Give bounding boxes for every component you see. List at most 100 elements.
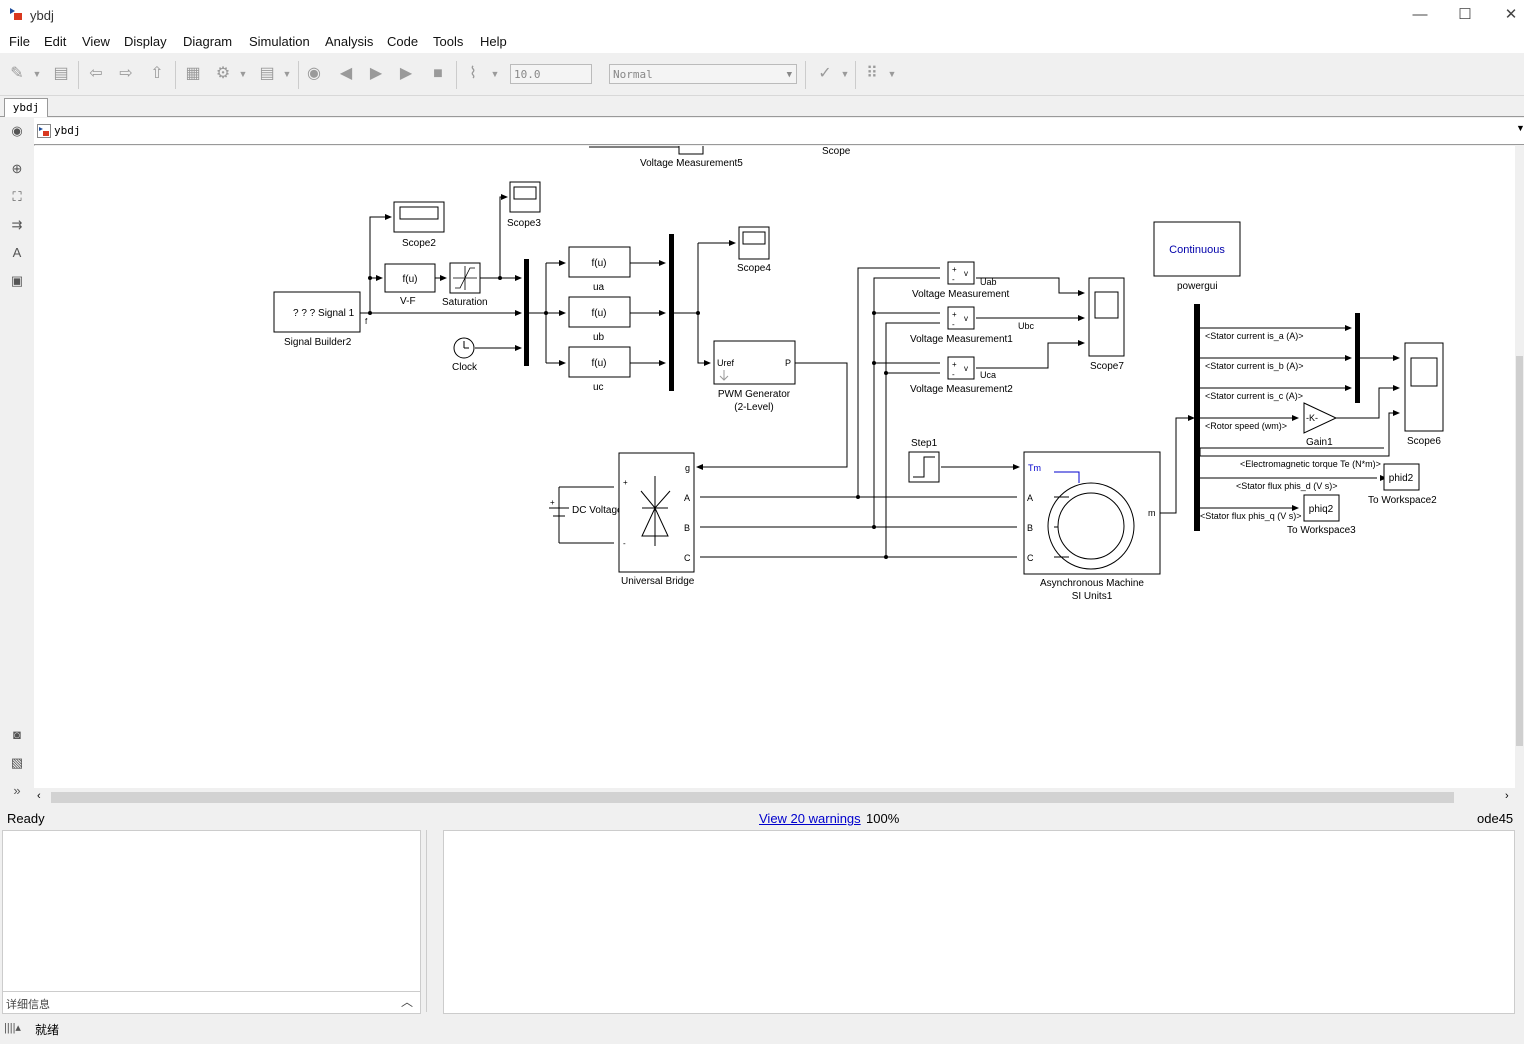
menu-diagram[interactable]: Diagram bbox=[183, 34, 233, 49]
vm-block[interactable] bbox=[947, 261, 975, 285]
vm1-block[interactable] bbox=[947, 306, 975, 330]
menu-help[interactable]: Help bbox=[480, 34, 507, 49]
scope7-block[interactable] bbox=[1088, 277, 1125, 357]
step-back-icon[interactable]: ◀ bbox=[339, 65, 353, 82]
resize-grip-icon[interactable]: ||||▴ bbox=[4, 1022, 21, 1034]
tab-ybdj[interactable]: ybdj bbox=[4, 98, 48, 117]
machine-a-port: A bbox=[1027, 493, 1033, 503]
scope4-block[interactable] bbox=[738, 226, 770, 260]
vf-block[interactable] bbox=[384, 263, 436, 293]
menu-view[interactable]: View bbox=[82, 34, 110, 49]
model-explorer-icon[interactable]: ▤ bbox=[259, 65, 275, 82]
clock-label: Clock bbox=[452, 362, 478, 373]
fcn-ub-block[interactable] bbox=[568, 296, 631, 328]
scroll-right-icon[interactable]: › bbox=[1505, 790, 1509, 802]
collapse-icon[interactable]: ︿ bbox=[401, 995, 414, 1009]
scroll-left-icon[interactable]: ‹ bbox=[37, 790, 41, 802]
build-icon[interactable]: ⠿ bbox=[866, 65, 878, 82]
inspector-dropdown-icon[interactable]: ▼ bbox=[490, 69, 500, 79]
asynchronous-machine-block[interactable] bbox=[1023, 451, 1161, 575]
menu-analysis[interactable]: Analysis bbox=[325, 34, 374, 49]
config-dropdown-icon[interactable]: ▼ bbox=[238, 69, 248, 79]
fcn-uc-block[interactable] bbox=[568, 346, 631, 378]
hide-browser-icon[interactable]: ◉ bbox=[11, 123, 23, 138]
uab-label: Uab bbox=[980, 277, 997, 287]
stop-time-input[interactable]: 10.0 bbox=[510, 64, 592, 84]
gain1-block[interactable] bbox=[1303, 402, 1338, 434]
forward-icon[interactable]: ⇨ bbox=[119, 65, 133, 82]
breadcrumb[interactable]: ybdj bbox=[54, 124, 81, 137]
clock-block[interactable] bbox=[453, 337, 475, 359]
scope2-block[interactable] bbox=[393, 201, 445, 233]
tw2-label: To Workspace2 bbox=[1368, 495, 1437, 506]
model-advisor-icon[interactable]: ✓ bbox=[818, 65, 832, 82]
image-icon[interactable]: ▣ bbox=[10, 273, 24, 288]
arrow-direction-icon[interactable]: ⇉ bbox=[11, 217, 23, 232]
vm1-label: Voltage Measurement1 bbox=[910, 334, 1013, 345]
zoom-icon[interactable]: ⊕ bbox=[11, 161, 23, 176]
powergui-block[interactable] bbox=[1153, 221, 1241, 277]
explorer-dropdown-icon[interactable]: ▼ bbox=[282, 69, 292, 79]
menu-edit[interactable]: Edit bbox=[44, 34, 67, 49]
up-icon[interactable]: ⇧ bbox=[150, 65, 164, 82]
new-dropdown-icon[interactable]: ▼ bbox=[32, 69, 42, 79]
vertical-scrollbar[interactable] bbox=[1515, 146, 1524, 788]
output-panel bbox=[443, 830, 1515, 1014]
menu-code[interactable]: Code bbox=[387, 34, 419, 49]
close-button[interactable]: ✕ bbox=[1504, 6, 1518, 23]
splitter[interactable] bbox=[426, 830, 442, 1012]
mux2-block[interactable] bbox=[669, 234, 674, 391]
step1-block[interactable] bbox=[908, 451, 940, 483]
saturation-block[interactable] bbox=[449, 262, 481, 294]
stop-icon[interactable]: ■ bbox=[433, 65, 443, 82]
block-diagram[interactable]: Voltage Measurement5 Scope bbox=[34, 146, 1515, 788]
fit-to-view-icon[interactable]: ⛶ bbox=[12, 189, 22, 204]
mux1-block[interactable] bbox=[524, 259, 529, 366]
new-model-icon[interactable]: ✎ bbox=[10, 65, 24, 82]
expand-icon[interactable]: » bbox=[13, 783, 21, 798]
model-config-icon[interactable]: ⚙ bbox=[215, 65, 231, 82]
fcn-ua-block[interactable] bbox=[568, 246, 631, 278]
horizontal-scroll-thumb[interactable] bbox=[51, 792, 1454, 803]
minimize-button[interactable]: — bbox=[1412, 6, 1428, 23]
menu-display[interactable]: Display bbox=[124, 34, 167, 49]
model-canvas[interactable]: Voltage Measurement5 Scope bbox=[34, 146, 1515, 788]
vf-label: V-F bbox=[400, 296, 416, 307]
scope3-label: Scope3 bbox=[507, 218, 541, 229]
view-warnings-link[interactable]: View 20 warnings bbox=[759, 811, 861, 826]
scope6-block[interactable] bbox=[1404, 342, 1444, 432]
run-icon[interactable]: ▶ bbox=[369, 65, 383, 82]
simulation-mode-select[interactable]: Normal ▼ bbox=[609, 64, 797, 84]
gain1-body: -K- bbox=[1306, 413, 1318, 423]
chevron-down-icon[interactable]: ▼ bbox=[1516, 123, 1524, 133]
library-browser-icon[interactable]: ▦ bbox=[185, 65, 201, 82]
bus-selector-block[interactable] bbox=[1194, 304, 1200, 531]
save-icon[interactable]: ▤ bbox=[53, 65, 69, 82]
menu-simulation[interactable]: Simulation bbox=[249, 34, 310, 49]
horizontal-scrollbar[interactable]: ‹ › bbox=[34, 788, 1524, 806]
phiq2-block[interactable] bbox=[1303, 494, 1340, 522]
back-icon[interactable]: ⇦ bbox=[89, 65, 103, 82]
scope3-block[interactable] bbox=[509, 181, 541, 213]
model-browser-icon[interactable]: ▧ bbox=[10, 755, 24, 770]
step-settings-icon[interactable]: ◉ bbox=[307, 65, 321, 82]
maximize-button[interactable]: ☐ bbox=[1458, 6, 1472, 23]
title-bar: ybdj — ☐ ✕ bbox=[0, 0, 1524, 31]
signal-builder-block[interactable] bbox=[273, 291, 361, 333]
vm2-block[interactable] bbox=[947, 356, 975, 380]
build-dropdown-icon[interactable]: ▼ bbox=[887, 69, 897, 79]
phid2-block[interactable] bbox=[1383, 463, 1420, 491]
dc-voltage-source-block[interactable] bbox=[549, 486, 614, 544]
advisor-dropdown-icon[interactable]: ▼ bbox=[840, 69, 850, 79]
camera-icon[interactable]: ◙ bbox=[13, 727, 21, 742]
annotation-icon[interactable]: A bbox=[12, 245, 22, 260]
mux3-block[interactable] bbox=[1355, 313, 1360, 403]
universal-bridge-block[interactable] bbox=[618, 452, 695, 573]
data-inspector-icon[interactable]: ⌇ bbox=[469, 65, 477, 82]
tw3-label: To Workspace3 bbox=[1287, 525, 1356, 536]
step-forward-icon[interactable]: ▶ bbox=[399, 65, 413, 82]
menu-tools[interactable]: Tools bbox=[433, 34, 464, 49]
menu-file[interactable]: File bbox=[9, 34, 30, 49]
vertical-scroll-thumb[interactable] bbox=[1516, 356, 1523, 746]
dc-plus: + bbox=[550, 498, 555, 507]
